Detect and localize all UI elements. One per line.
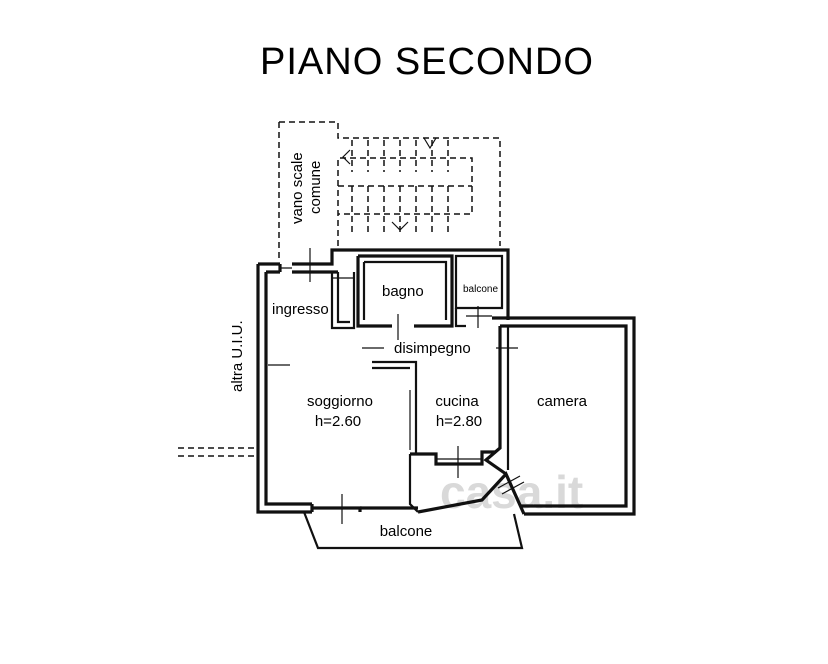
soggiorno-label: soggiorno	[307, 393, 373, 410]
balcone-small-label: balcone	[463, 284, 498, 295]
outer-walls	[256, 248, 636, 516]
stair-treads	[338, 140, 472, 234]
stair-arrow-top	[342, 149, 351, 165]
window-soggiorno	[318, 494, 372, 524]
disimpegno-label: disimpegno	[394, 340, 471, 357]
staircase	[278, 121, 501, 258]
vano-scale-comune-label: comune	[307, 161, 324, 214]
altra-uiu-boundary	[178, 447, 256, 457]
altra-uiu-label: altra U.I.U.	[229, 320, 246, 392]
internal-walls	[330, 254, 510, 513]
watermark: casa.it	[440, 466, 583, 518]
cucina-height: h=2.80	[436, 413, 482, 430]
bagno-label: bagno	[382, 283, 424, 300]
door-balcone-small	[466, 306, 492, 328]
window-cucina	[436, 446, 482, 478]
camera-label: camera	[537, 393, 588, 410]
balcone-label: balcone	[380, 523, 433, 540]
balcone-outline	[302, 511, 524, 550]
stair-arrow-bottom	[391, 221, 409, 231]
plan-title: PIANO SECONDO	[260, 41, 594, 83]
window-camera	[497, 475, 525, 495]
ingresso-label: ingresso	[272, 301, 329, 318]
vano-scale-label: vano scale	[289, 152, 306, 224]
doors	[268, 248, 525, 524]
door-entry	[280, 248, 311, 282]
cucina-label: cucina	[435, 393, 479, 410]
soggiorno-height: h=2.60	[315, 413, 361, 430]
